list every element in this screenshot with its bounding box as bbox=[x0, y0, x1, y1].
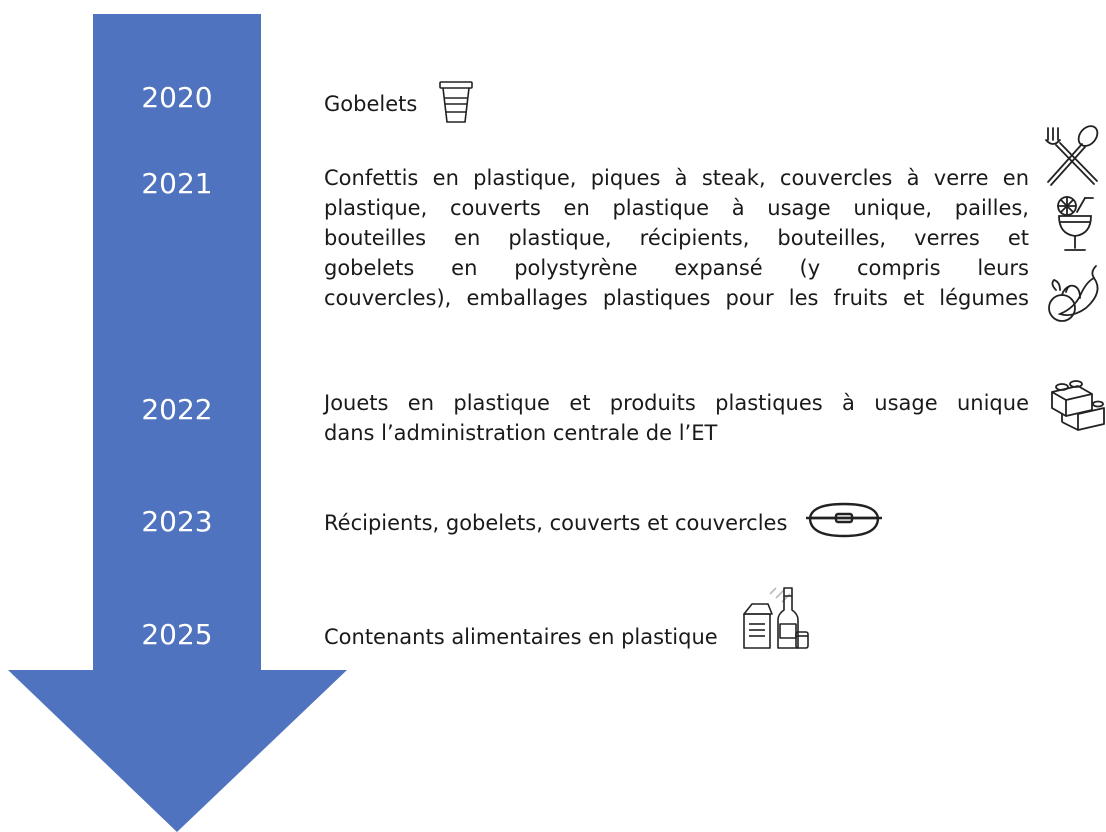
item-2020: Gobelets bbox=[324, 81, 474, 124]
item-2022: Jouets en plastique et produits plastiqu… bbox=[324, 388, 1029, 448]
fruit-vegetable-icon bbox=[1046, 262, 1106, 326]
year-2025: 2025 bbox=[141, 618, 213, 651]
food-packaging-icon bbox=[740, 586, 810, 652]
cup-icon bbox=[438, 80, 474, 124]
food-container-icon bbox=[804, 500, 884, 540]
year-2020: 2020 bbox=[141, 81, 213, 114]
item-2023-line-1: Récipients, gobelets, couverts et couver… bbox=[324, 511, 788, 535]
item-2021: Confettis en plastique, piques à steak, … bbox=[324, 163, 1029, 313]
item-2020-line-1: Gobelets bbox=[324, 92, 418, 116]
item-2021-line-1: Confettis en plastique, piques à steak, … bbox=[324, 166, 1029, 190]
cutlery-icon bbox=[1042, 124, 1100, 188]
toy-brick-icon bbox=[1048, 378, 1106, 442]
item-2021-line-2: plastique, couverts en plastique à usage… bbox=[324, 196, 1029, 220]
item-2021-line-3: bouteilles en plastique, récipients, bou… bbox=[324, 226, 1029, 250]
year-2021: 2021 bbox=[141, 167, 213, 200]
item-2022-line-1: Jouets en plastique et produits plastiqu… bbox=[324, 391, 1029, 415]
item-2025: Contenants alimentaires en plastique bbox=[324, 587, 810, 652]
year-2023: 2023 bbox=[141, 505, 213, 538]
cocktail-icon bbox=[1055, 194, 1095, 254]
arrow-shape bbox=[8, 14, 347, 832]
item-2021-line-4: gobelets en polystyrène expansé (y compr… bbox=[324, 256, 1029, 280]
item-2023: Récipients, gobelets, couverts et couver… bbox=[324, 502, 884, 540]
item-2025-line-1: Contenants alimentaires en plastique bbox=[324, 625, 718, 649]
item-2022-line-2: dans l’administration centrale de l’ET bbox=[324, 421, 718, 445]
year-2022: 2022 bbox=[141, 393, 213, 426]
item-2021-line-5: couvercles), emballages plastiques pour … bbox=[324, 286, 1029, 310]
